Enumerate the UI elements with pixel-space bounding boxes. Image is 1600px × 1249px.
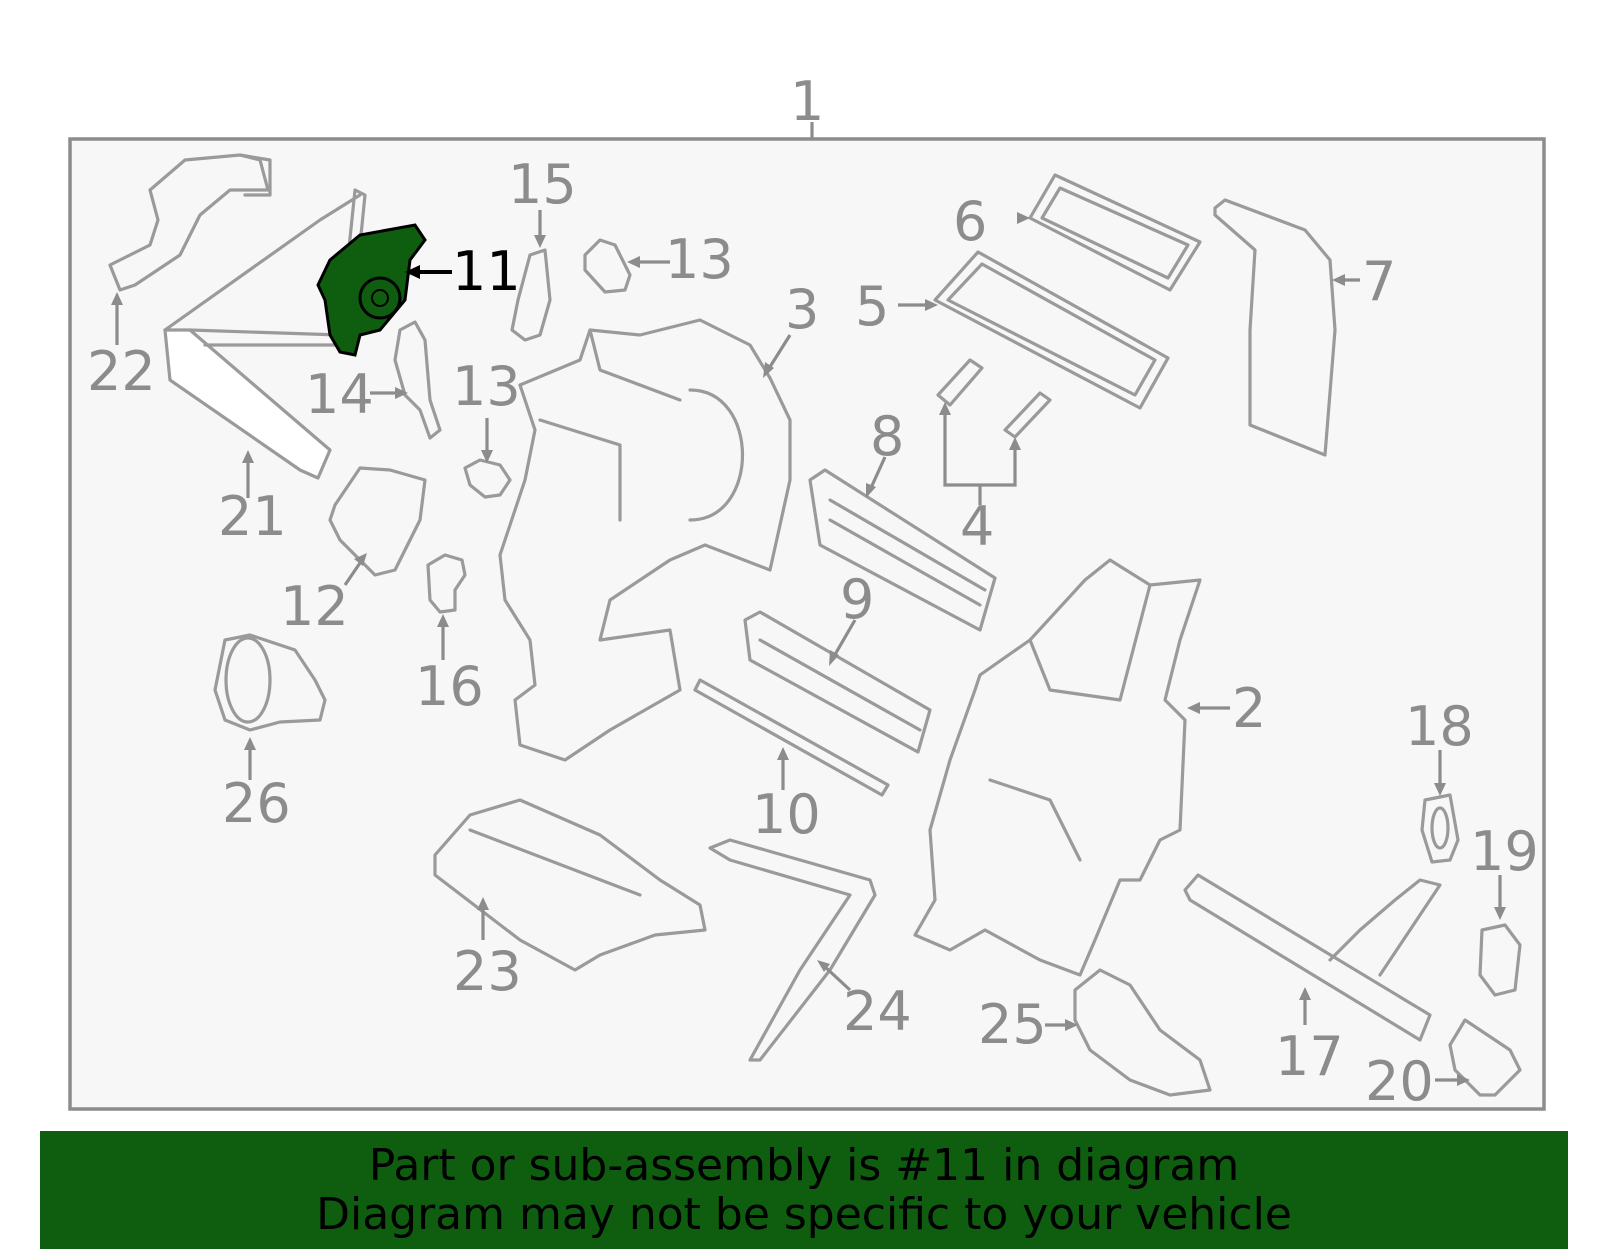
part-3-housing[interactable] xyxy=(498,318,792,762)
part-6[interactable] xyxy=(1028,173,1202,292)
part-19[interactable] xyxy=(1478,923,1522,997)
callout-15[interactable]: 15 xyxy=(508,153,577,216)
part-2-case[interactable] xyxy=(913,558,1202,977)
callout-20[interactable]: 20 xyxy=(1365,1050,1434,1113)
info-banner: Part or sub-assembly is #11 in diagram D… xyxy=(40,1131,1568,1249)
part-14[interactable] xyxy=(393,320,442,440)
part-16[interactable] xyxy=(426,553,467,614)
banner-line-1: Part or sub-assembly is #11 in diagram xyxy=(368,1140,1240,1191)
assembly-frame xyxy=(68,137,1546,1111)
part-4[interactable] xyxy=(936,358,1052,439)
callout-9[interactable]: 9 xyxy=(840,568,874,631)
callout-2[interactable]: 2 xyxy=(1232,677,1266,740)
callout-23[interactable]: 23 xyxy=(453,940,522,1003)
part-5[interactable] xyxy=(933,250,1170,410)
callout-11[interactable]: 11 xyxy=(452,240,521,303)
callout-8[interactable]: 8 xyxy=(870,405,904,468)
callout-19[interactable]: 19 xyxy=(1470,820,1539,883)
part-15[interactable] xyxy=(510,248,552,342)
part-20[interactable] xyxy=(1448,1018,1522,1097)
callout-16[interactable]: 16 xyxy=(415,655,484,718)
part-23[interactable] xyxy=(433,798,707,972)
callout-18[interactable]: 18 xyxy=(1405,695,1474,758)
callout-arrows xyxy=(111,210,1506,1086)
part-21[interactable] xyxy=(163,188,367,480)
callout-3[interactable]: 3 xyxy=(785,278,819,341)
callout-21[interactable]: 21 xyxy=(218,485,287,548)
callout-6[interactable]: 6 xyxy=(953,190,987,253)
part-26[interactable] xyxy=(213,633,327,732)
part-11-blower-motor[interactable] xyxy=(316,223,427,357)
part-25[interactable] xyxy=(1073,968,1212,1097)
part-17-evaporator[interactable] xyxy=(1183,873,1442,1042)
part-24[interactable] xyxy=(708,838,877,1062)
callout-4[interactable]: 4 xyxy=(960,495,994,558)
callout-5[interactable]: 5 xyxy=(855,275,889,338)
callout-13-lower[interactable]: 13 xyxy=(452,355,521,418)
callout-10[interactable]: 10 xyxy=(752,783,821,846)
callout-25[interactable]: 25 xyxy=(978,993,1047,1056)
callout-26[interactable]: 26 xyxy=(222,772,291,835)
callout-1: 1 xyxy=(790,70,824,133)
callout-13-upper[interactable]: 13 xyxy=(665,228,734,291)
part-12[interactable] xyxy=(328,466,427,577)
callout-17[interactable]: 17 xyxy=(1275,1025,1344,1088)
part-22[interactable] xyxy=(108,153,272,292)
part-10[interactable] xyxy=(693,678,890,797)
callout-24[interactable]: 24 xyxy=(843,980,912,1043)
part-8[interactable] xyxy=(808,468,997,632)
callout-14[interactable]: 14 xyxy=(305,363,374,426)
callout-7[interactable]: 7 xyxy=(1362,250,1396,313)
part-9[interactable] xyxy=(743,610,932,754)
part-13-lower[interactable] xyxy=(463,458,512,499)
callout-22[interactable]: 22 xyxy=(87,340,156,403)
part-7[interactable] xyxy=(1213,198,1337,457)
callout-labels: 1 11 22 21 14 15 13 13 12 16 26 3 6 5 7 … xyxy=(87,70,1539,1113)
banner-line-2: Diagram may not be specific to your vehi… xyxy=(316,1189,1292,1240)
callout-12[interactable]: 12 xyxy=(280,575,349,638)
part-18[interactable] xyxy=(1420,793,1460,864)
part-13-upper[interactable] xyxy=(583,238,632,294)
